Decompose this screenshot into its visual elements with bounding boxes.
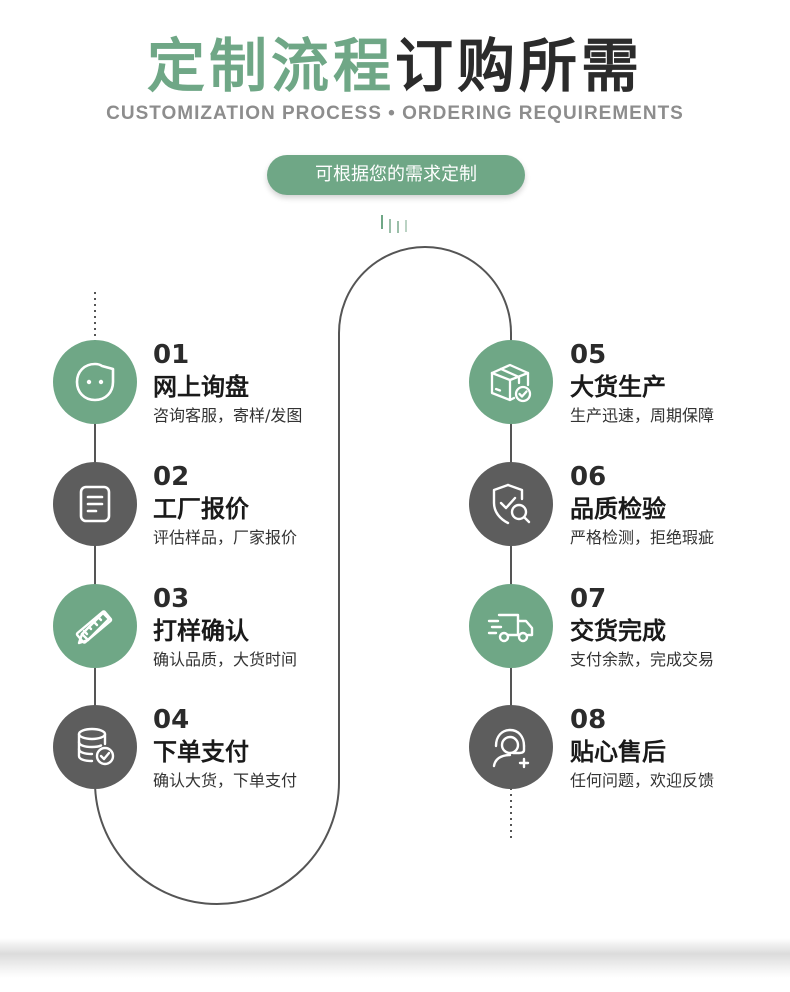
step-06-icon-circle [469,462,553,546]
step-03-number: 03 [153,584,190,614]
step-06-desc: 严格检测，拒绝瑕疵 [570,528,715,547]
step-06-number: 06 [570,462,607,492]
step-02-icon-circle [53,462,137,546]
chat-face-icon [75,362,115,402]
document-icon [79,485,111,523]
step-08-icon-circle [469,705,553,789]
pencil-ruler-icon [75,610,113,645]
step-01-icon-circle [53,340,137,424]
step-05-desc: 生产迅速，周期保障 [570,406,715,425]
step-05-number: 05 [570,340,607,370]
step-03-icon-circle [53,584,137,668]
step-04-icon-circle [53,705,137,789]
step-05-icon-circle [469,340,553,424]
customer-service-icon [492,728,530,769]
step-08-number: 08 [570,705,607,735]
step-03-desc: 确认品质，大货时间 [153,650,298,669]
shield-search-icon [492,483,531,525]
step-08-desc: 任何问题，欢迎反馈 [570,771,715,790]
title-green-part: 定制流程 [146,32,395,100]
step-07-number: 07 [570,584,607,614]
step-06-title: 品质检验 [570,495,666,523]
step-03-title: 打样确认 [153,617,249,645]
step-01-number: 01 [153,340,190,370]
step-02-number: 02 [153,462,190,492]
step-02-title: 工厂报价 [153,495,249,523]
step-07-desc: 支付余款，完成交易 [570,650,715,669]
step-02-desc: 评估样品，厂家报价 [153,528,298,547]
bottom-shadow [0,938,790,978]
step-04-number: 04 [153,705,190,735]
step-01-title: 网上询盘 [153,373,249,401]
step-07-icon-circle [469,584,553,668]
package-check-icon [490,363,532,403]
step-05-title: 大货生产 [570,373,666,401]
page-subtitle: CUSTOMIZATION PROCESS • ORDERING REQUIRE… [106,103,684,124]
page-title: 定制流程订购所需 [0,30,790,102]
database-check-icon [77,727,115,766]
customization-badge: 可根据您的需求定制 [267,155,525,195]
title-dark-part: 订购所需 [395,32,644,100]
step-01-desc: 咨询客服，寄样/发图 [153,406,303,425]
step-08-title: 贴心售后 [570,738,666,766]
step-04-title: 下单支付 [153,738,249,766]
step-04-desc: 确认大货，下单支付 [153,771,298,790]
decorative-ticks [381,215,407,233]
delivery-truck-icon [487,613,534,643]
step-07-title: 交货完成 [570,617,666,645]
